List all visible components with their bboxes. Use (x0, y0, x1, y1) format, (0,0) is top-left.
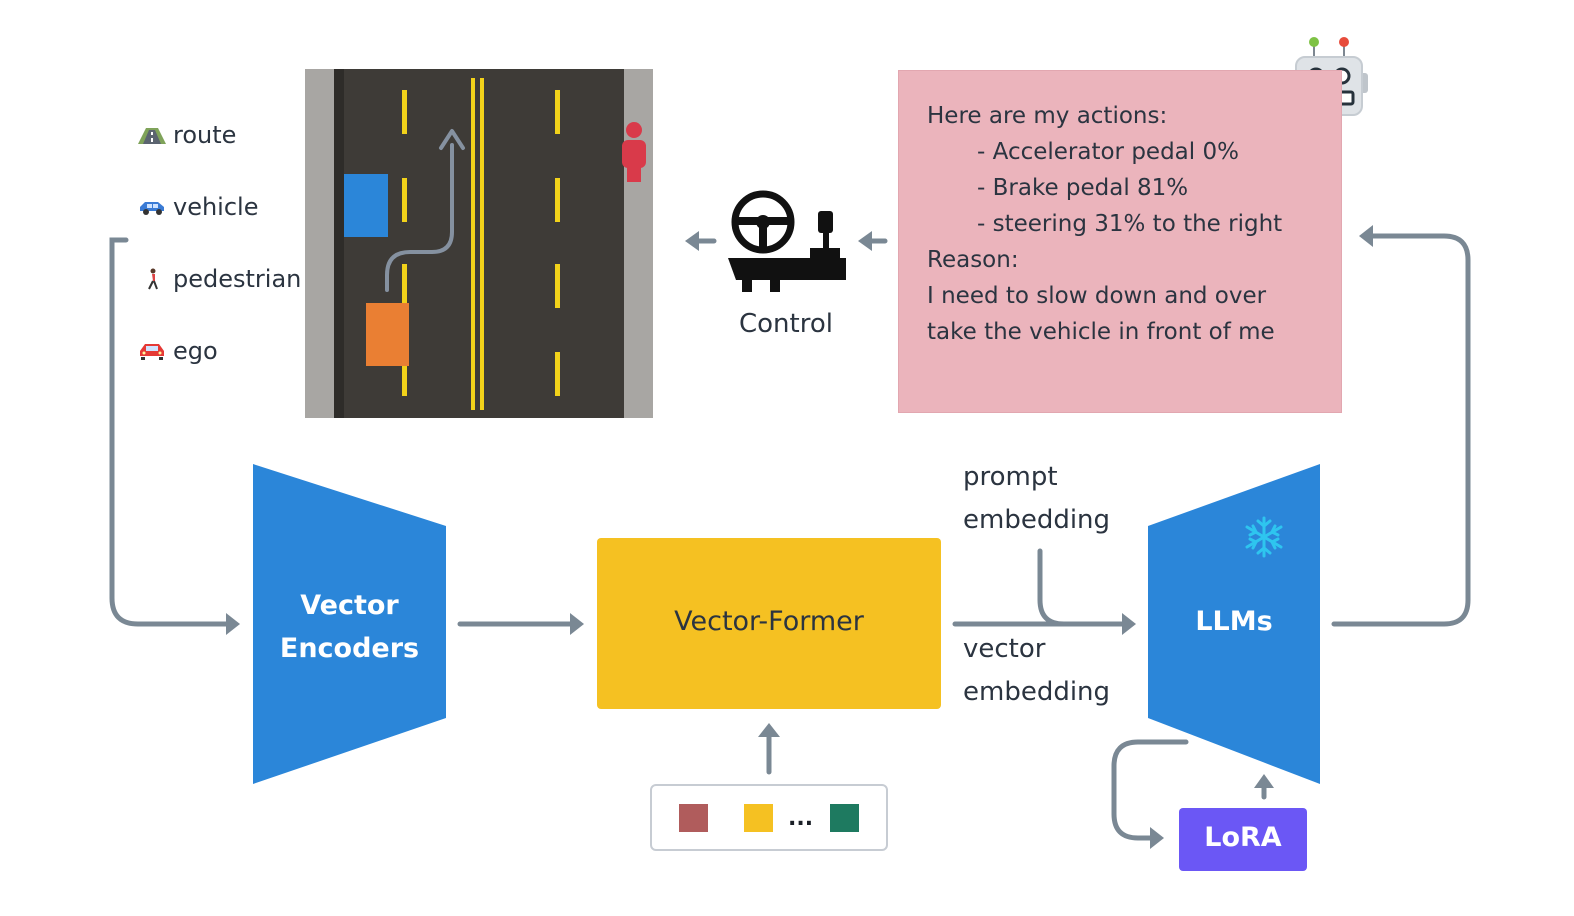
legend-ego-label: ego (173, 337, 218, 365)
vector-former-block (597, 538, 941, 709)
legend-vehicle-label: vehicle (173, 193, 259, 221)
reason-line: take the vehicle in front of me (927, 319, 1275, 345)
car-red-icon (140, 344, 164, 360)
road-icon (138, 128, 166, 144)
route-arrowhead (439, 129, 465, 150)
vector-encoders-block (253, 464, 446, 784)
vector-former-label: Vector-Former (674, 606, 864, 637)
llms-to-actions-arrow (1331, 233, 1471, 627)
prompt-merge-arrow (1037, 548, 1067, 627)
center-line-right (480, 78, 484, 410)
pedestrian-icon (148, 268, 158, 290)
actions-to-control-arrow (858, 231, 872, 251)
control-to-scene-arrow (685, 231, 699, 251)
legend-route: route (137, 121, 236, 149)
legend-pedestrian-label: pedestrian (173, 265, 302, 293)
car-blue-icon (140, 202, 164, 215)
input-arrow (109, 237, 233, 627)
action-item: - Brake pedal 81% (977, 175, 1189, 201)
token-yellow (744, 804, 773, 832)
action-item: - steering 31% to the right (977, 211, 1283, 237)
token-ellipsis: ... (788, 806, 814, 831)
token-green (830, 804, 859, 832)
actions-header: Here are my actions: (927, 103, 1168, 129)
prompt-embedding-label: prompt embedding (963, 462, 1111, 535)
control-label: Control (739, 309, 833, 339)
center-line-left (471, 78, 475, 410)
tokens-to-former-arrow (758, 723, 780, 737)
reason-line: I need to slow down and over (927, 283, 1267, 309)
encoders-to-former-arrow (570, 613, 584, 635)
lane-markers (402, 90, 560, 396)
llms-to-lora-arrow (1111, 739, 1189, 841)
token-red (679, 804, 708, 832)
snowflake-icon (1245, 516, 1283, 558)
legend-pedestrian: pedestrian (137, 265, 301, 293)
lora-to-llms-arrow (1254, 774, 1274, 788)
legend-route-label: route (173, 121, 237, 149)
actions-panel: Here are my actions: - Accelerator pedal… (898, 70, 1342, 413)
steering-wheel-icon (728, 190, 846, 292)
lora-label: LoRA (1204, 822, 1282, 853)
ego-marker (366, 303, 409, 366)
route-path (385, 143, 454, 292)
vector-encoders-label: Vector Encoders (279, 590, 420, 664)
legend-vehicle: vehicle (137, 193, 258, 221)
lora-block (1179, 808, 1307, 871)
llms-label: LLMs (1195, 606, 1273, 637)
vehicle-marker (344, 174, 388, 237)
former-to-llms-arrow (1122, 613, 1136, 635)
legend-ego: ego (137, 337, 218, 365)
action-item: - Accelerator pedal 0% (977, 139, 1239, 165)
vector-embedding-label: vector embedding (963, 634, 1111, 707)
reason-label: Reason: (927, 247, 1019, 273)
road-scene (305, 69, 653, 418)
pedestrian-marker (622, 122, 646, 182)
